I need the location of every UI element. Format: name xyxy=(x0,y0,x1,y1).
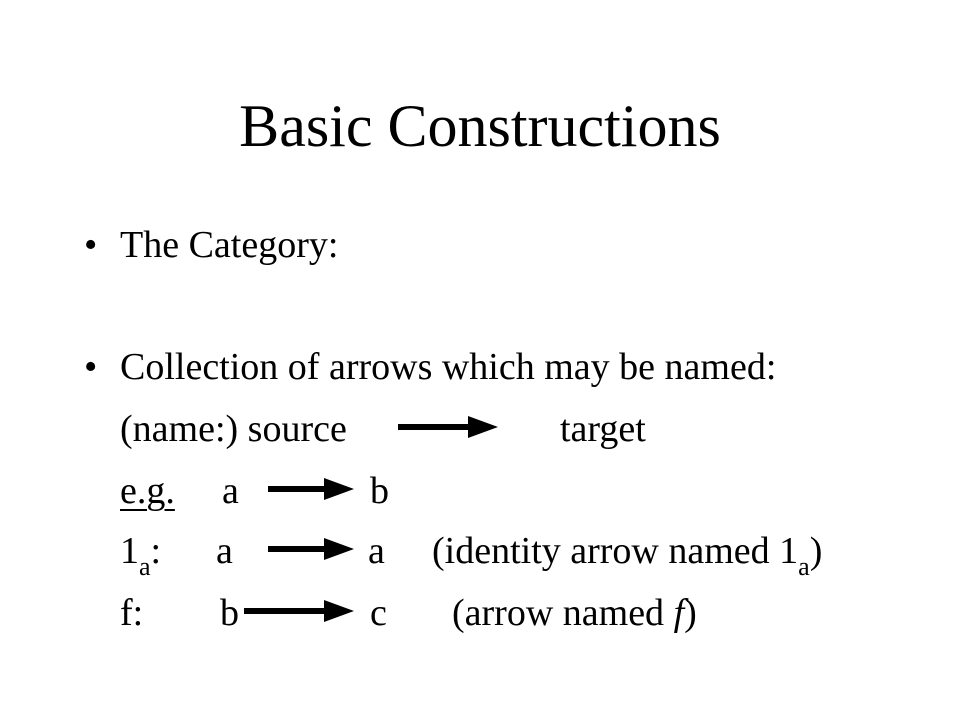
arrow-icon xyxy=(268,478,354,500)
identity-name-subscript: a xyxy=(139,552,151,581)
bullet-text-collection: Collection of arrows which may be named: xyxy=(120,346,777,388)
identity-note: (identity arrow named 1a) xyxy=(432,530,823,580)
example-prefix: e.g. xyxy=(120,470,175,512)
bullet-dot-2: • xyxy=(84,346,98,388)
name-source-label: (name:) source xyxy=(120,408,347,450)
f-note-start: (arrow named xyxy=(452,592,674,634)
identity-source: a xyxy=(216,530,233,572)
identity-name-main: 1 xyxy=(120,530,139,572)
f-note: (arrow named f) xyxy=(452,594,697,632)
f-source: b xyxy=(220,592,239,634)
identity-name-colon: : xyxy=(150,530,162,572)
example-target: b xyxy=(370,470,389,512)
example-source: a xyxy=(222,470,239,512)
bullet-text-category: The Category: xyxy=(120,224,339,266)
identity-note-start: (identity arrow named 1 xyxy=(432,530,799,572)
arrow-icon xyxy=(398,416,498,438)
identity-note-end: ) xyxy=(809,530,823,572)
identity-target: a xyxy=(368,530,385,572)
slide-title: Basic Constructions xyxy=(239,93,721,159)
identity-note-subscript: a xyxy=(798,552,810,581)
arrow-icon xyxy=(244,600,354,622)
arrow-icon xyxy=(268,538,354,560)
bullet-dot-1: • xyxy=(84,224,98,266)
name-target-label: target xyxy=(560,408,646,450)
f-note-end: ) xyxy=(684,592,697,634)
identity-name: 1a: xyxy=(120,530,162,580)
f-name: f: xyxy=(120,592,144,634)
f-note-italic: f xyxy=(673,592,685,634)
f-target: c xyxy=(370,592,387,634)
